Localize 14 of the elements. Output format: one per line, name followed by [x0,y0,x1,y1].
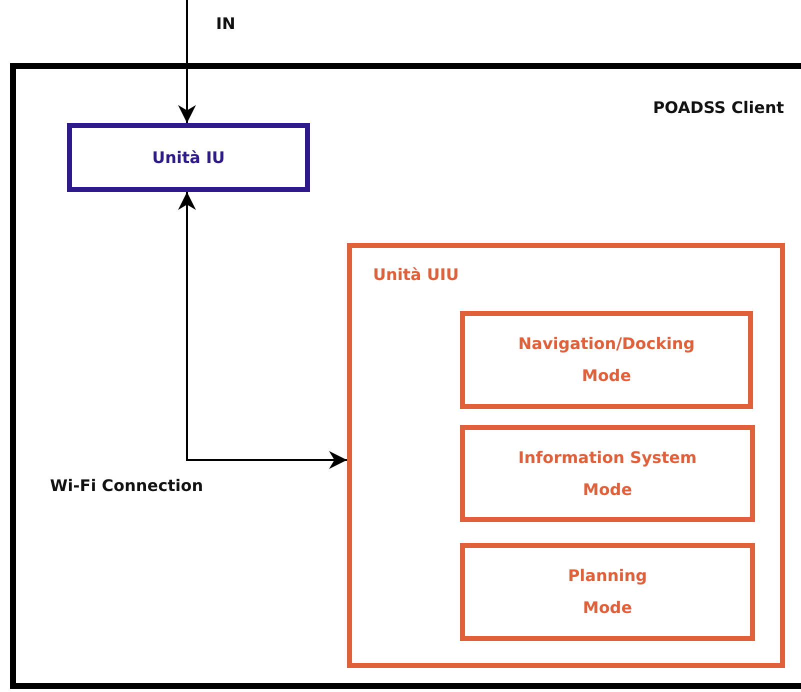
arrow [178,192,347,469]
unit-label: Unità IU [151,146,226,168]
frame-title: POADSS Client [652,97,784,119]
mode-label: Information System Mode [517,446,698,500]
mode-label: Planning Mode [566,565,648,619]
client-frame [10,63,801,689]
mode-label: Navigation/Docking Mode [517,333,696,387]
container-title: Unità UIU [373,264,459,286]
mode-box [460,543,755,641]
unit-container [347,243,785,668]
unit-box [67,123,310,192]
mode-box [460,425,755,522]
arrow [178,0,196,123]
mode-box [460,311,753,409]
